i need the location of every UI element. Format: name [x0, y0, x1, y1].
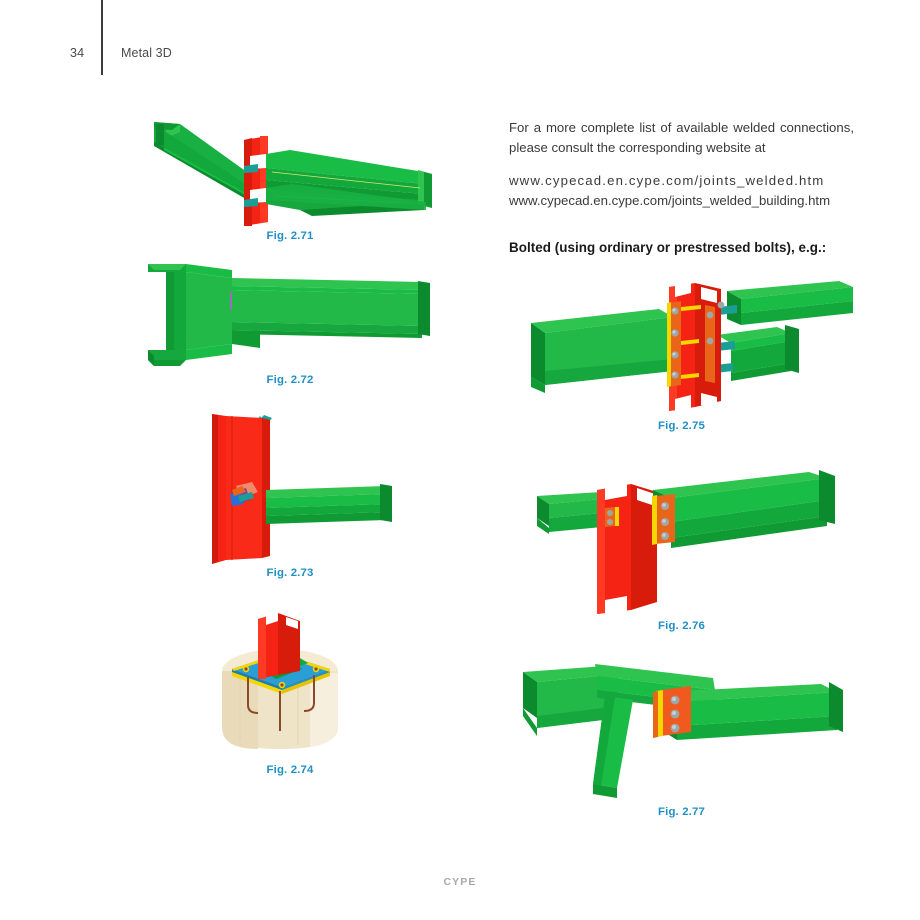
- figure-2-76-image: [509, 464, 854, 614]
- figure-2-71-caption: Fig. 2.71: [266, 230, 314, 242]
- header-vertical-rule: [101, 0, 103, 75]
- figure-2-73: Fig. 2.73: [140, 412, 440, 579]
- footer-brand: CYPE: [443, 876, 477, 888]
- figure-2-77: Fig. 2.77: [509, 660, 854, 818]
- figure-2-72-caption: Fig. 2.72: [266, 374, 314, 386]
- figure-2-71: Fig. 2.71: [140, 110, 440, 242]
- figure-2-76-caption: Fig. 2.76: [658, 620, 705, 632]
- figure-2-75: Fig. 2.75: [509, 279, 854, 432]
- figure-2-75-caption: Fig. 2.75: [658, 420, 705, 432]
- figure-2-71-image: [140, 110, 440, 230]
- url-joints-welded: www.cypecad.en.cype.com/joints_welded.ht…: [509, 173, 825, 188]
- left-figure-column: Fig. 2.71: [140, 110, 440, 776]
- intro-paragraph: For a more complete list of available we…: [509, 120, 854, 155]
- figure-2-75-image: [509, 279, 854, 415]
- url-list: www.cypecad.en.cype.com/joints_welded.ht…: [509, 171, 854, 210]
- figure-2-76: Fig. 2.76: [509, 464, 854, 632]
- url-joints-welded-building: www.cypecad.en.cype.com/joints_welded_bu…: [509, 192, 831, 208]
- running-header-title: Metal 3D: [121, 46, 172, 60]
- figure-2-72-image: [140, 256, 440, 374]
- figure-2-74-caption: Fig. 2.74: [266, 764, 314, 776]
- figure-2-77-caption: Fig. 2.77: [658, 806, 705, 818]
- bolted-section-heading: Bolted (using ordinary or prestressed bo…: [509, 240, 827, 255]
- figure-2-77-image: [509, 660, 854, 800]
- figure-2-72: Fig. 2.72: [140, 256, 440, 386]
- page-number: 34: [70, 46, 85, 60]
- figure-2-74: Fig. 2.74: [140, 609, 440, 776]
- figure-2-73-image: [140, 412, 440, 567]
- figure-2-74-image: [140, 609, 440, 764]
- right-content-column: For a more complete list of available we…: [509, 118, 854, 818]
- figure-2-73-caption: Fig. 2.73: [266, 567, 314, 579]
